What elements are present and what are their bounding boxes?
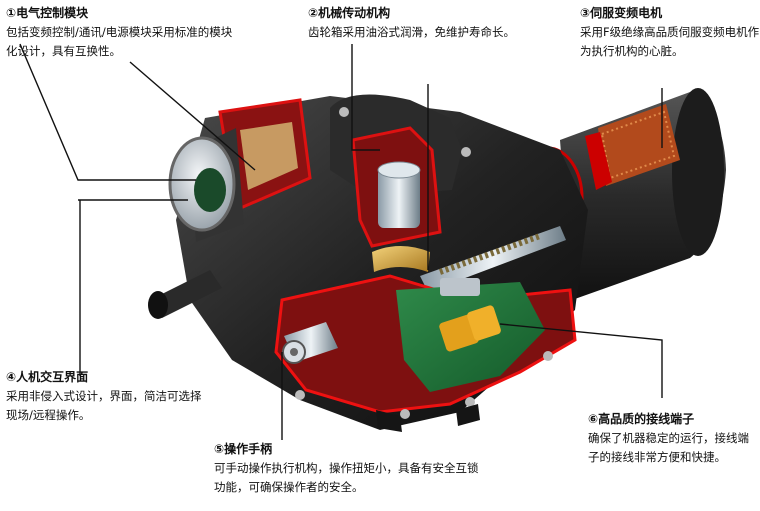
callout-handle: ⑤操作手柄 可手动操作执行机构，操作扭矩小，具备有安全互锁功能，可确保操作者的安… (214, 440, 484, 497)
callout-electric-control-module: ①电气控制模块 包括变频控制/通讯/电源模块采用标准的模块化设计，具有互换性。 (6, 4, 242, 61)
actuator-housing (148, 94, 588, 432)
callout-terminal-block: ⑥高品质的接线端子 确保了机器稳定的运行，接线端子的接线非常方便和快捷。 (588, 410, 758, 467)
callout-body: 采用F级绝缘高品质伺服变频电机作为执行机构的心脏。 (580, 25, 760, 58)
callout-title: ④人机交互界面 (6, 370, 89, 384)
callout-title: ⑤操作手柄 (214, 442, 273, 456)
callout-body: 包括变频控制/通讯/电源模块采用标准的模块化设计，具有互换性。 (6, 25, 233, 58)
callout-mechanical-transmission: ②机械传动机构 齿轮箱采用油浴式润滑，免维护寿命长。 (308, 4, 538, 42)
callout-body: 齿轮箱采用油浴式润滑，免维护寿命长。 (308, 25, 515, 39)
callout-title: ②机械传动机构 (308, 6, 391, 20)
callout-title: ⑥高品质的接线端子 (588, 412, 695, 426)
callout-title: ①电气控制模块 (6, 6, 89, 20)
callout-hmi: ④人机交互界面 采用非侵入式设计，界面，简洁可选择现场/远程操作。 (6, 368, 206, 425)
callout-title: ③伺服变频电机 (580, 6, 663, 20)
callout-body: 可手动操作执行机构，操作扭矩小，具备有安全互锁功能，可确保操作者的安全。 (214, 461, 479, 494)
callout-body: 确保了机器稳定的运行，接线端子的接线非常方便和快捷。 (588, 431, 749, 464)
callout-body: 采用非侵入式设计，界面，简洁可选择现场/远程操作。 (6, 389, 202, 422)
leader-lines (19, 43, 663, 440)
callout-servo-motor: ③伺服变频电机 采用F级绝缘高品质伺服变频电机作为执行机构的心脏。 (580, 4, 760, 61)
